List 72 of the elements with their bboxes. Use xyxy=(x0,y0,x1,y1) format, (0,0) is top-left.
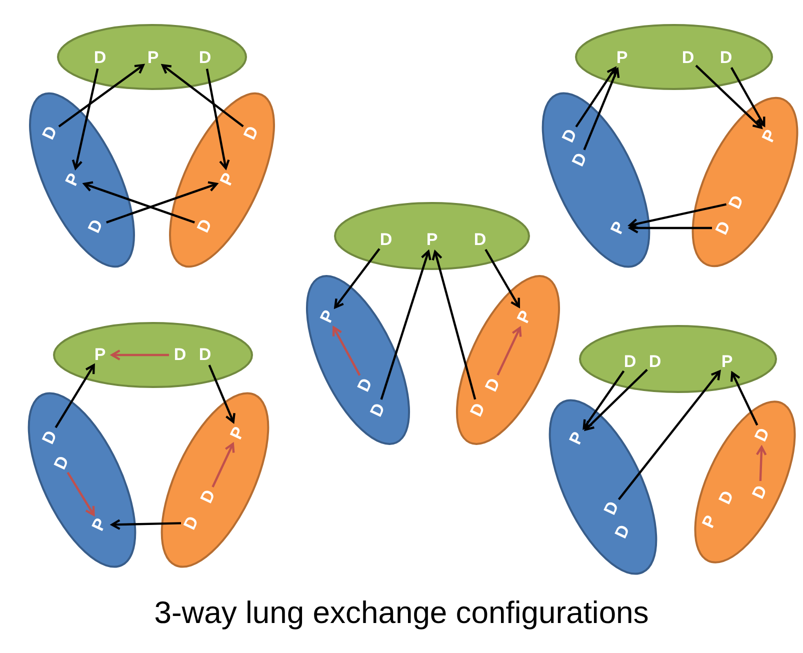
arrow xyxy=(496,326,522,376)
letter-label: D xyxy=(718,48,734,68)
letter-label: P xyxy=(226,422,250,444)
letter-label: P xyxy=(606,216,630,240)
arrow xyxy=(380,250,432,400)
arrow xyxy=(584,368,648,431)
arrow xyxy=(58,64,144,128)
letter-label: P xyxy=(316,306,340,328)
arrow xyxy=(106,181,218,224)
letter-label: D xyxy=(710,216,736,240)
letter-label: D xyxy=(366,398,390,422)
letter-label: D xyxy=(647,352,663,372)
arrow xyxy=(66,472,95,516)
letter-label: P xyxy=(424,230,440,250)
letter-label: D xyxy=(180,512,204,534)
arrow xyxy=(332,326,361,376)
letter-label: D xyxy=(750,424,774,446)
arrow xyxy=(54,364,95,428)
letter-label: P xyxy=(564,426,590,450)
arrow xyxy=(583,68,620,150)
letter-label: D xyxy=(480,374,506,396)
arrow xyxy=(206,68,230,170)
arrow xyxy=(575,66,616,128)
letter-label: D xyxy=(680,48,696,68)
letter-label: P xyxy=(145,48,161,68)
letter-label: D xyxy=(196,486,220,508)
letter-label: D xyxy=(600,496,624,520)
letter-label: P xyxy=(512,306,538,328)
letter-label: D xyxy=(38,122,62,144)
arrow xyxy=(208,364,236,423)
letter-label: P xyxy=(758,124,782,148)
letter-label: D xyxy=(378,230,394,250)
arrow xyxy=(432,250,476,400)
letter-label: D xyxy=(472,230,488,250)
letter-label: P xyxy=(60,168,86,192)
letter-label: P xyxy=(698,510,722,534)
letter-label: P xyxy=(92,345,108,365)
letter-label: D xyxy=(38,426,62,448)
arrow xyxy=(212,442,235,488)
letter-label: D xyxy=(610,520,636,544)
arrow xyxy=(110,519,182,530)
letter-label: D xyxy=(748,480,772,504)
letter-label: D xyxy=(352,374,378,396)
letter-label: D xyxy=(558,124,582,148)
arrow xyxy=(110,350,169,360)
letter-label: P xyxy=(719,352,735,372)
letter-label: D xyxy=(172,345,188,365)
letter-label: P xyxy=(216,168,240,192)
letter-label: P xyxy=(88,514,112,536)
arrow xyxy=(628,222,712,234)
letter-label: D xyxy=(714,486,740,510)
arrow xyxy=(756,446,767,482)
arrow xyxy=(162,64,244,128)
letter-label: D xyxy=(84,214,108,238)
letter-label: D xyxy=(92,48,108,68)
arrow xyxy=(695,64,762,129)
arrow xyxy=(628,203,727,230)
letter-label: D xyxy=(192,214,218,238)
letter-label: D xyxy=(622,352,638,372)
arrow xyxy=(72,68,99,170)
caption: 3-way lung exchange configurations xyxy=(153,595,650,631)
letter-label: D xyxy=(466,398,490,422)
letter-label: D xyxy=(724,190,750,214)
arrow xyxy=(83,181,195,224)
letter-label: D xyxy=(197,48,213,68)
arrow xyxy=(618,370,721,500)
arrow xyxy=(582,370,625,430)
letter-label: D xyxy=(50,452,74,474)
letter-label: D xyxy=(240,122,264,144)
letter-label: P xyxy=(614,48,630,68)
letter-label: D xyxy=(197,345,213,365)
letter-label: D xyxy=(568,148,592,172)
